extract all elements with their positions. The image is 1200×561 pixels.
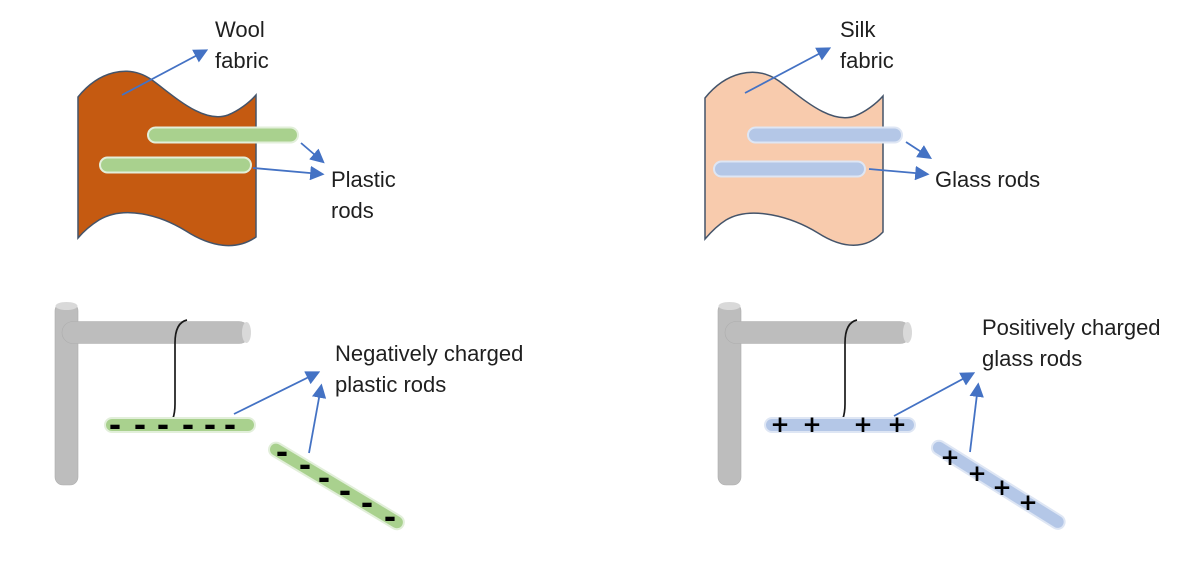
silk-fabric-label: Silk fabric [840,17,894,73]
hanging-glass-rod [764,417,916,433]
wool-fabric-label: Wool fabric [215,17,269,73]
glass-rods-arrow-2 [868,165,930,181]
plastic-rods-arrow-2 [252,165,325,181]
left-stand-arm-cap [242,322,251,343]
plastic-rod-top-2 [99,156,252,174]
silk-label-arrow [744,47,832,94]
negative-label-arrow-1 [233,371,321,415]
wool-label-arrow [121,49,209,96]
negative-charge-mark: - [339,475,351,510]
positive-charge-mark: + [992,475,1011,501]
glass-rod-top-1 [747,126,903,144]
positive-charge-mark: + [853,412,872,438]
positive-charge-mark: + [802,412,821,438]
negative-charge-mark: - [318,462,330,497]
right-stand-arm-cap [903,322,912,343]
plastic-rod-top-1 [147,126,299,144]
negatively-charged-label: Negatively charged plastic rods [335,341,524,397]
hanging-plastic-rod [104,417,256,433]
positive-label-arrow-2 [969,382,984,453]
plastic-rods-arrow-1 [300,142,325,164]
right-stand-arm [724,321,912,344]
negative-charge-mark: - [361,487,373,522]
negative-charge-mark: - [182,409,194,444]
negative-charge-mark: - [134,409,146,444]
negative-charge-mark: - [157,409,169,444]
negative-charge-mark: - [204,409,216,444]
plastic-rods-label: Plastic rods [331,167,396,223]
negative-charge-mark: - [299,449,311,484]
negative-label-arrow-2 [308,383,327,454]
negative-charge-mark: - [224,409,236,444]
right-stand-post-cap [718,302,741,310]
left-stand-post-cap [55,302,78,310]
positive-charge-mark: + [770,412,789,438]
tilted-glass-rod [930,439,1066,530]
positive-charge-mark: + [887,412,906,438]
glass-rods-arrow-1 [905,141,933,159]
positive-charge-mark: + [1018,490,1037,516]
positively-charged-label: Positively charged glass rods [982,315,1161,371]
negative-charge-mark: - [276,436,288,471]
positive-label-arrow-1 [893,372,976,417]
glass-rods-label: Glass rods [935,167,1041,192]
negative-charge-mark: - [109,409,121,444]
glass-rod-top-2 [713,160,866,178]
tilted-plastic-rod [268,441,405,531]
positive-charge-mark: + [967,461,986,487]
negative-charge-mark: - [384,501,396,536]
silk-fabric-shape [704,71,884,246]
left-stand-arm [61,321,251,344]
positive-charge-mark: + [940,445,959,471]
